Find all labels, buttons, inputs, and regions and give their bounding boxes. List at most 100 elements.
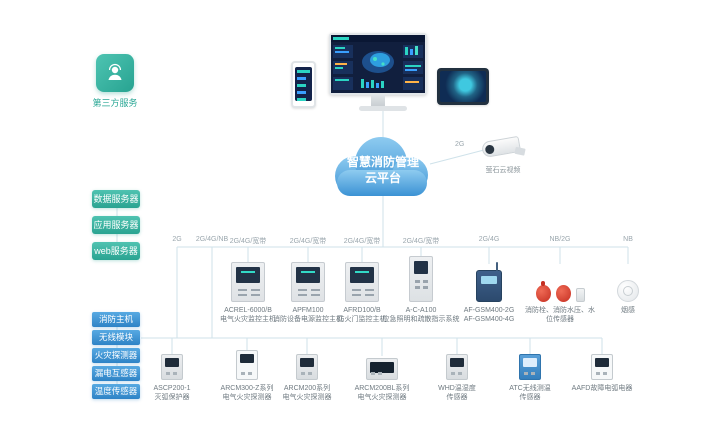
arc-protector-icon xyxy=(161,354,183,380)
cloud-title-line1: 智慧消防管理 xyxy=(346,155,419,169)
device-desc: 电气火灾探测器 xyxy=(222,394,272,401)
device-desc: 消防设备电源监控主机 xyxy=(273,316,343,323)
link-label: 2G/4G xyxy=(478,236,500,243)
module-label-fire-host: 消防主机 xyxy=(92,312,140,327)
smoke-detector-icon xyxy=(617,280,639,302)
link-label: NB/2G xyxy=(549,236,571,243)
link-label: 2G/4G/宽带 xyxy=(402,238,440,245)
device-desc: 防火门监控主机 xyxy=(337,316,387,323)
phone-screen xyxy=(295,67,312,101)
module-label-wireless: 无线模块 xyxy=(92,330,140,345)
device-name: ACREL-6000/B xyxy=(224,307,272,314)
water-pressure-sensor-icon xyxy=(555,285,571,302)
device-desc: 传感器 xyxy=(519,394,541,401)
device-whd: WHD温湿度 传感器 xyxy=(422,346,492,402)
arcm200-detector-icon xyxy=(296,354,318,380)
device-name: ATC无线测温 xyxy=(509,385,551,392)
fault-arc-device-icon xyxy=(591,354,613,380)
device-caption: ARCM200系列 电气火灾探测器 xyxy=(272,384,342,402)
device-caption: 烟感 xyxy=(586,306,670,315)
arcm300-detector-icon xyxy=(236,350,258,380)
device-smoke: 烟感 xyxy=(586,256,670,315)
device-aafd: AAFD故障电弧电器 xyxy=(567,346,637,393)
hydrant-sensors-group xyxy=(535,256,585,302)
monitor-icon xyxy=(329,33,427,95)
server-label-web: web服务器 xyxy=(92,242,140,260)
device-name: AAFD故障电弧电器 xyxy=(571,385,633,392)
tablet-screen xyxy=(440,71,486,102)
device-name: ARCM200系列 xyxy=(283,385,331,392)
device-hydrant-sensors: 消防栓、消防水压、水 位传感器 xyxy=(518,256,602,324)
camera-link-label: 2G xyxy=(455,141,465,148)
server-label-data: 数据服务器 xyxy=(92,190,140,208)
device-caption: 消防栓、消防水压、水 位传感器 xyxy=(518,306,602,324)
device-caption: ARCM200BL系列 电气火灾探测器 xyxy=(347,384,417,402)
arcm200bl-detector-icon xyxy=(366,358,398,380)
device-desc: 电气火灾探测器 xyxy=(357,394,407,401)
device-afrd100: AFRD100/B 防火门监控主机 xyxy=(320,256,404,324)
cloud-shape xyxy=(335,137,428,196)
device-caption: APFM100 消防设备电源监控主机 xyxy=(266,306,350,324)
power-monitor-host-icon xyxy=(291,262,325,302)
third-party-label: 第三方服务 xyxy=(92,98,138,108)
device-desc: 传感器 xyxy=(446,394,468,401)
device-name: ARCM200BL系列 xyxy=(354,385,410,392)
device-desc: 电气火灾监控主机 xyxy=(220,316,276,323)
tablet-icon xyxy=(437,68,489,105)
device-caption: A-C-A100 应急照明和疏散指示系统 xyxy=(379,306,463,324)
device-arcm200bl: ARCM200BL系列 电气火灾探测器 xyxy=(347,346,417,402)
temp-humidity-sensor-icon xyxy=(446,354,468,380)
cloud-platform-title: 智慧消防管理 云平台 xyxy=(322,154,444,186)
device-caption: WHD温湿度 传感器 xyxy=(422,384,492,402)
fire-monitor-host-icon xyxy=(231,262,265,302)
link-label: 2G xyxy=(172,236,182,243)
gsm-gateway-icon xyxy=(476,262,502,302)
link-label: 2G/4G/宽带 xyxy=(343,238,381,245)
link-label: 2G/4G/宽带 xyxy=(289,238,327,245)
device-desc: AF-GSM400-4G xyxy=(463,316,515,323)
server-label-app: 应用服务器 xyxy=(92,216,140,234)
device-name: AF-GSM400-2G xyxy=(463,307,515,314)
device-caption: AFRD100/B 防火门监控主机 xyxy=(320,306,404,324)
module-label-leakage-ct: 漏电互感器 xyxy=(92,366,140,381)
device-name: WHD温湿度 xyxy=(438,385,476,392)
link-label: 2G/4G/宽带 xyxy=(229,238,267,245)
person-icon xyxy=(108,63,122,80)
device-caption: ACREL-6000/B 电气火灾监控主机 xyxy=(206,306,290,324)
device-acrel6000: ACREL-6000/B 电气火灾监控主机 xyxy=(206,256,290,324)
third-party-badge xyxy=(96,54,134,92)
device-name: ARCM300-Z系列 xyxy=(220,385,274,392)
hydrant-sensor-icon xyxy=(535,281,551,302)
device-name: A-C-A100 xyxy=(405,307,437,314)
device-name: 消防栓、消防水压、水 xyxy=(525,307,595,314)
device-desc: 位传感器 xyxy=(546,316,574,323)
device-atc: ATC无线测温 传感器 xyxy=(495,346,565,402)
device-apfm100: APFM100 消防设备电源监控主机 xyxy=(266,256,350,324)
device-caption: ARCM300-Z系列 电气火灾探测器 xyxy=(212,384,282,402)
phone-icon xyxy=(291,61,316,108)
device-gsm400: AF-GSM400-2G AF-GSM400-4G xyxy=(447,256,531,324)
module-label-fire-detector: 火灾探测器 xyxy=(92,348,140,363)
monitor-stand xyxy=(371,95,385,106)
camera-caption: 萤石云视频 xyxy=(485,167,521,174)
device-caption: ATC无线测温 传感器 xyxy=(495,384,565,402)
dashboard-screen xyxy=(331,35,425,93)
fire-door-host-icon xyxy=(345,262,379,302)
module-label-temp-sensor: 温度传感器 xyxy=(92,384,140,399)
water-level-sensor-icon xyxy=(575,288,585,302)
device-caption: AF-GSM400-2G AF-GSM400-4G xyxy=(447,306,531,324)
device-name: AFRD100/B xyxy=(343,307,381,314)
device-name: APFM100 xyxy=(292,307,324,314)
device-desc: 灭弧保护器 xyxy=(154,394,190,401)
device-desc: 电气火灾探测器 xyxy=(282,394,332,401)
emergency-lighting-cabinet-icon xyxy=(409,256,433,302)
device-arcm200: ARCM200系列 电气火灾探测器 xyxy=(272,346,342,402)
device-arcm300z: ARCM300-Z系列 电气火灾探测器 xyxy=(212,346,282,402)
link-label: NB xyxy=(623,236,633,243)
device-caption: AAFD故障电弧电器 xyxy=(567,384,637,393)
wireless-temp-sensor-icon xyxy=(519,354,541,380)
device-name: 烟感 xyxy=(621,307,635,314)
device-aca100: A-C-A100 应急照明和疏散指示系统 xyxy=(379,256,463,324)
